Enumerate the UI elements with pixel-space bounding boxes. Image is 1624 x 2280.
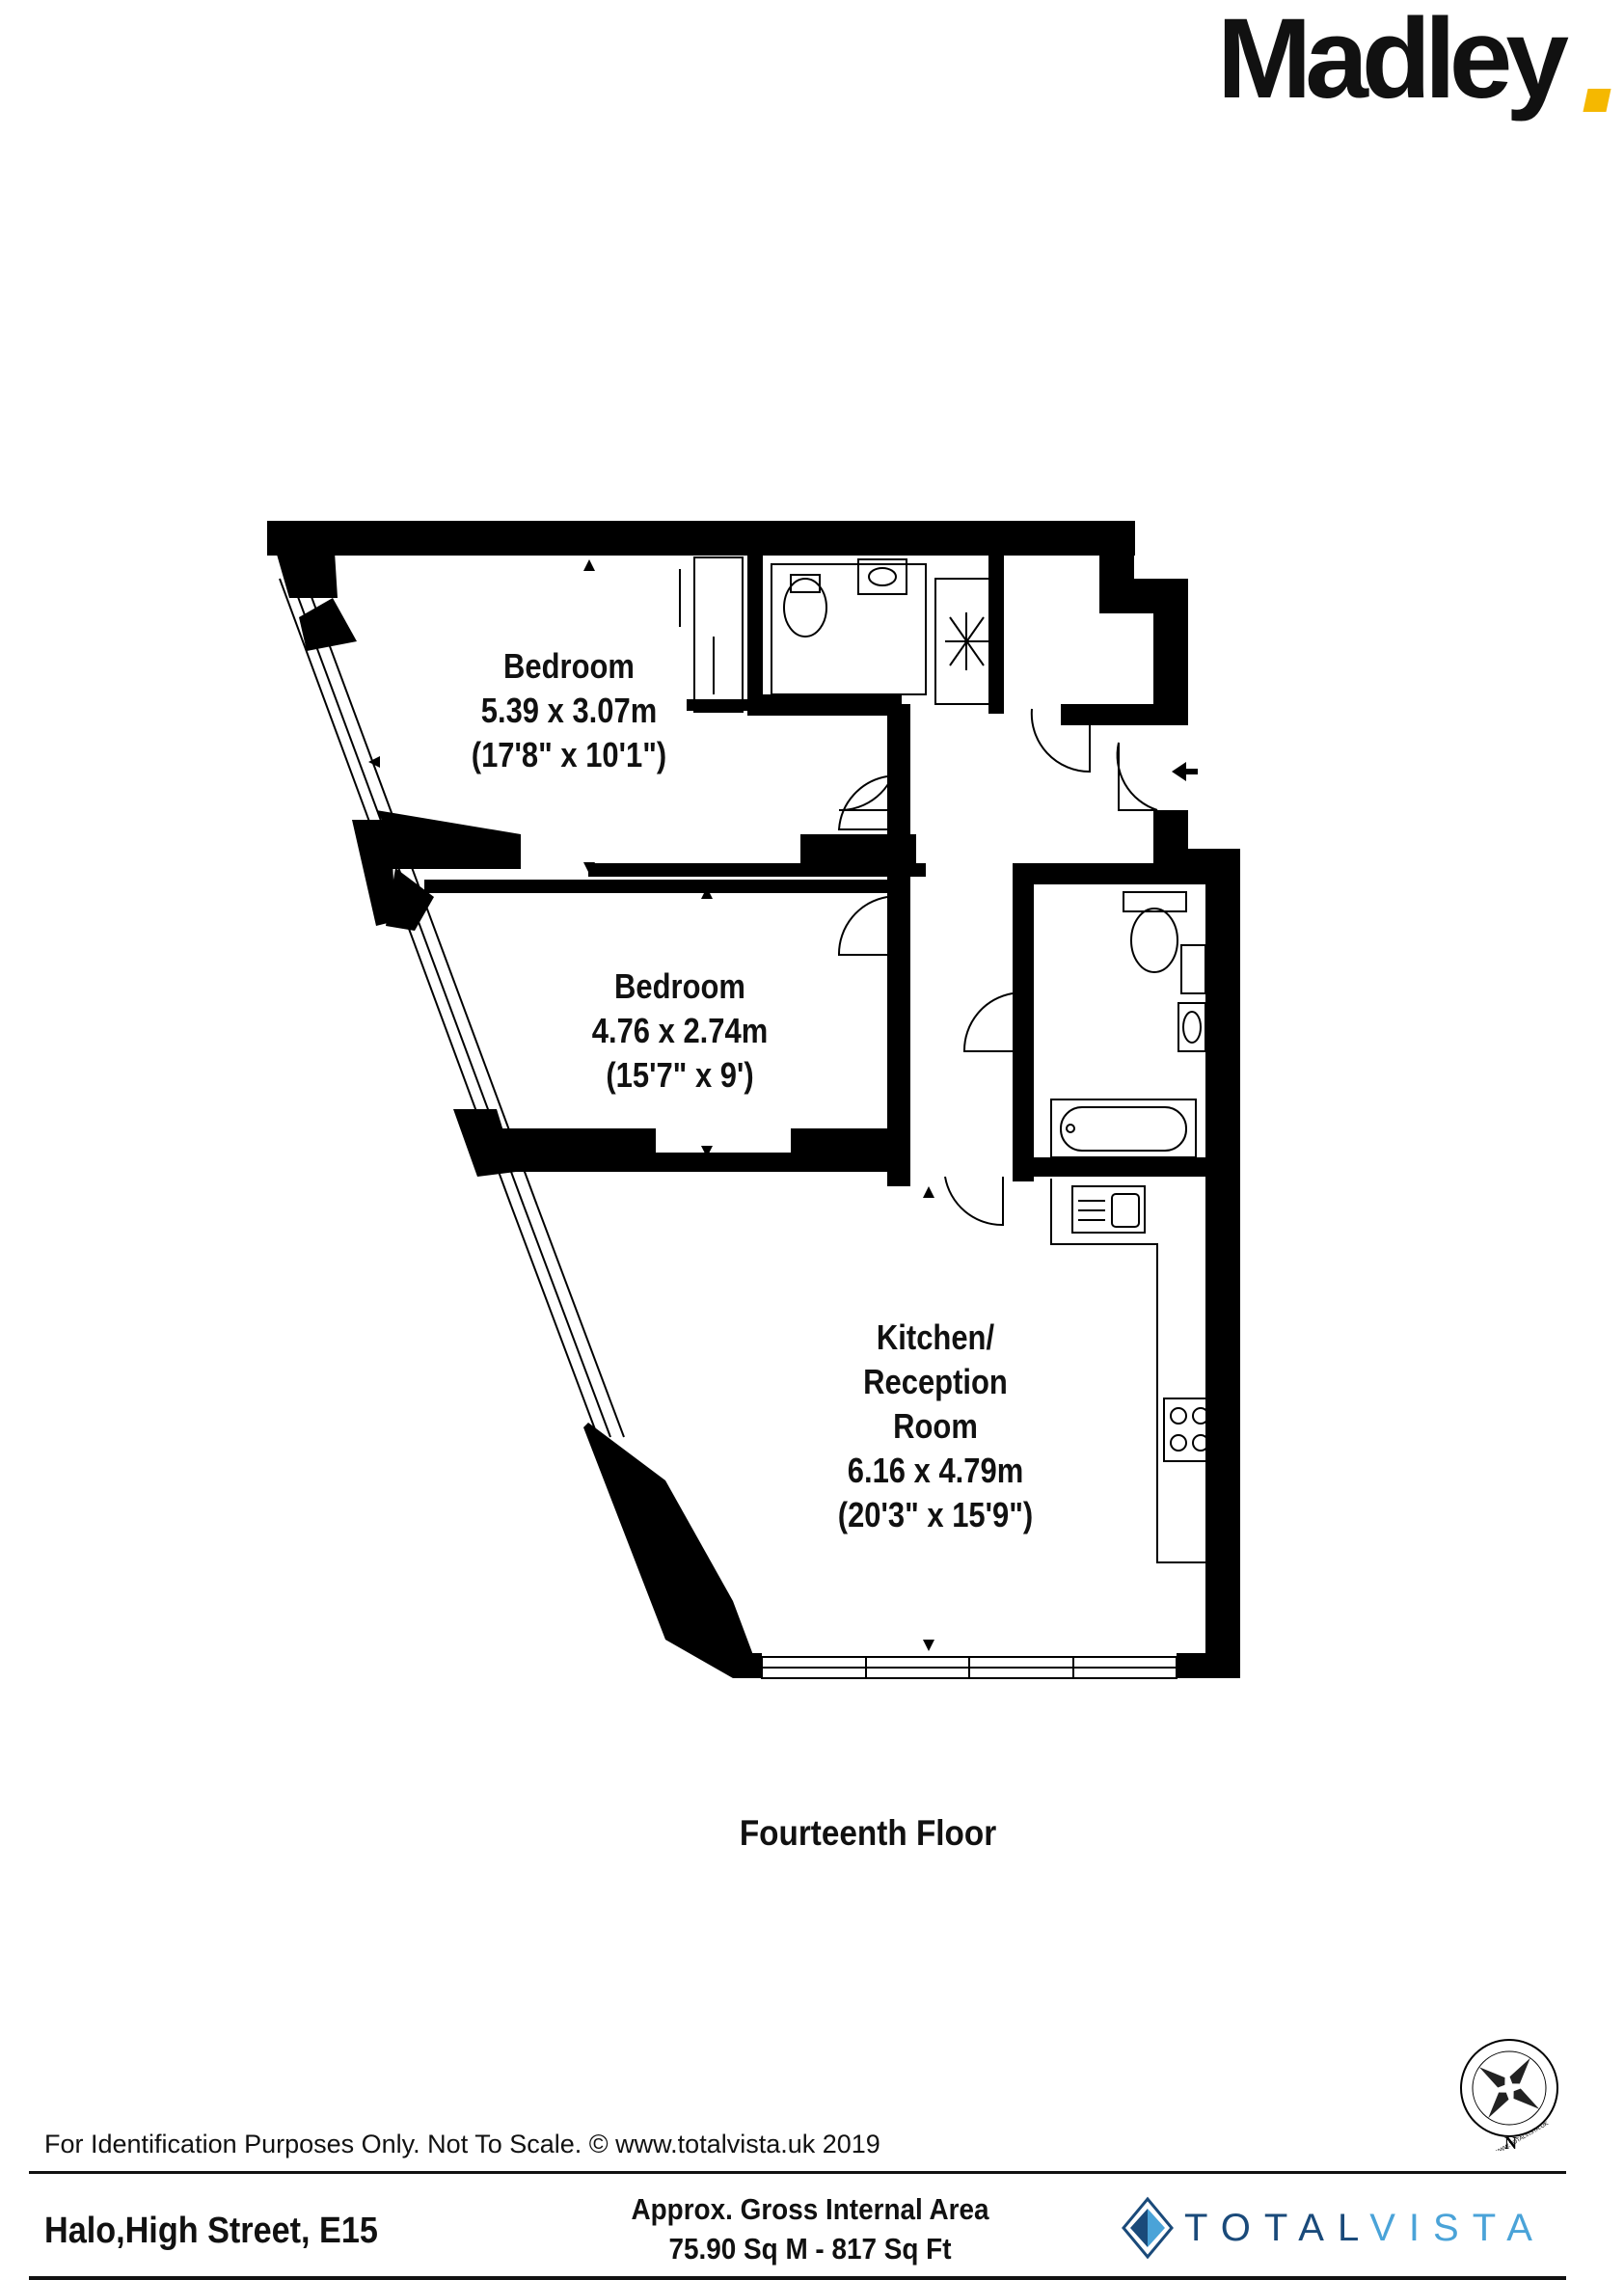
door-kitchen [944,1176,1004,1227]
room-name: Bedroom [503,646,635,686]
room-name: Bedroom [614,966,745,1006]
kitchen-units [1050,1179,1216,1563]
wall [1205,868,1213,1186]
toilet-cistern-icon [790,574,821,593]
gross-area-title: Approx. Gross Internal Area [631,2192,989,2226]
room-dimensions-imperial: (20'3" x 15'9") [837,1495,1034,1534]
basin-icon [857,558,907,595]
footer-bottom-rule [29,2276,1566,2280]
dimension-markers [368,559,934,1651]
wall [747,694,902,716]
door-store [1030,708,1091,774]
window-bottom [761,1656,1177,1679]
room-name-line-3: Room [893,1406,978,1446]
door-entrance [1116,742,1158,811]
room-dimensions-imperial: (15'7" x 9') [606,1055,754,1095]
wall [887,704,910,1186]
wall [1013,863,1034,1181]
wc-fixtures [771,558,994,705]
room-dimensions-metric: 5.39 x 3.07m [480,691,658,730]
door-swings [837,708,1158,1227]
sink-icon [1071,1185,1146,1234]
room-name-line-1: Kitchen/ [876,1317,995,1357]
shower-tray-icon [934,578,994,705]
wall [376,834,521,869]
totalvista-wordmark: TOTALVISTA [1184,2207,1546,2250]
wall [501,1153,907,1172]
room-name-line-2: Reception [863,1362,1008,1401]
madley-logo: Madley [1217,2,1612,123]
wall [424,880,897,893]
bath-toilet-cistern-icon [1123,891,1187,912]
window-slanted [279,578,625,1438]
gross-area-value: 75.90 Sq M - 817 Sq Ft [668,2232,952,2266]
entrance-arrow-icon [1172,762,1198,781]
room-dimensions-metric: 4.76 x 2.74m [591,1011,769,1050]
walls [267,521,1240,1678]
room-dimensions-imperial: (17'8" x 10'1") [471,735,667,774]
wall [747,550,763,709]
footer-divider [29,2171,1566,2174]
wall [988,550,1004,714]
toilet-icon [783,578,827,638]
wardrobe [679,556,744,713]
wall [588,863,926,877]
bathroom-fixtures [1050,891,1206,1158]
door-bedroom2 [837,896,888,956]
wall [1013,1157,1205,1177]
room-label-bedroom-1: Bedroom 5.39 x 3.07m (17'8" x 10'1") [436,644,701,777]
wall [1153,810,1188,853]
hob-icon [1163,1398,1216,1462]
wc-room [771,563,927,695]
wall [1013,863,1205,884]
totalvista-word-total: TOTAL [1184,2207,1370,2249]
compass-icon: N WWW.TOTALVISTA.UK [1460,2039,1558,2151]
room-label-kitchen-reception: Kitchen/ Reception Room 6.16 x 4.79m (20… [802,1316,1068,1537]
totalvista-logo: TOTALVISTA [1109,2189,1562,2266]
disclaimer: For Identification Purposes Only. Not To… [44,2130,880,2158]
wall [267,521,338,598]
room-dimensions-metric: 6.16 x 4.79m [847,1451,1024,1490]
door-bathroom [962,992,1014,1052]
bath-toilet-icon [1130,908,1178,973]
totalvista-word-vista: VISTA [1369,2207,1546,2249]
floor-caption: Fourteenth Floor [739,1813,997,1853]
property-address: Halo,High Street, E15 [44,2211,378,2251]
totalvista-diamond-icon [1122,2196,1174,2260]
worktop [1050,1179,1205,1563]
room-label-bedroom-2: Bedroom 4.76 x 2.74m (15'7" x 9') [547,964,812,1098]
wall-top [267,521,1135,556]
wall [453,1109,516,1177]
gross-area: Approx. Gross Internal Area 75.90 Sq M -… [619,2189,1001,2268]
bathtub-icon [1050,1099,1197,1158]
wall [1177,1653,1240,1678]
wall [583,1423,762,1678]
wall [1153,579,1188,723]
wall [1099,521,1134,588]
compass-north-letter: N [1504,2133,1517,2151]
bath-basin-icon [1177,1002,1206,1052]
madley-wordmark: Madley [1217,0,1569,122]
door-bedroom1 [837,775,888,830]
wall [1061,704,1188,725]
